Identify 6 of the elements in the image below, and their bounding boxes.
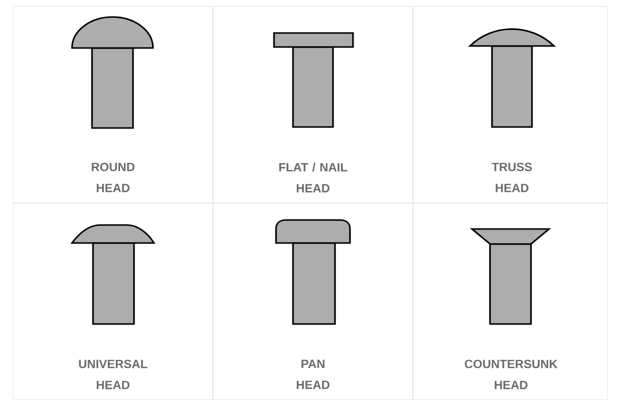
grid-cell: COUNTERSUNK HEAD: [413, 203, 608, 400]
grid-cell: PAN HEAD: [213, 203, 413, 400]
grid-cell: FLAT / NAIL HEAD: [213, 6, 413, 203]
grid-cell: ROUND HEAD: [13, 6, 213, 203]
grid-cell: UNIVERSAL HEAD: [13, 203, 213, 400]
grid-cell: TRUSS HEAD: [413, 6, 608, 203]
